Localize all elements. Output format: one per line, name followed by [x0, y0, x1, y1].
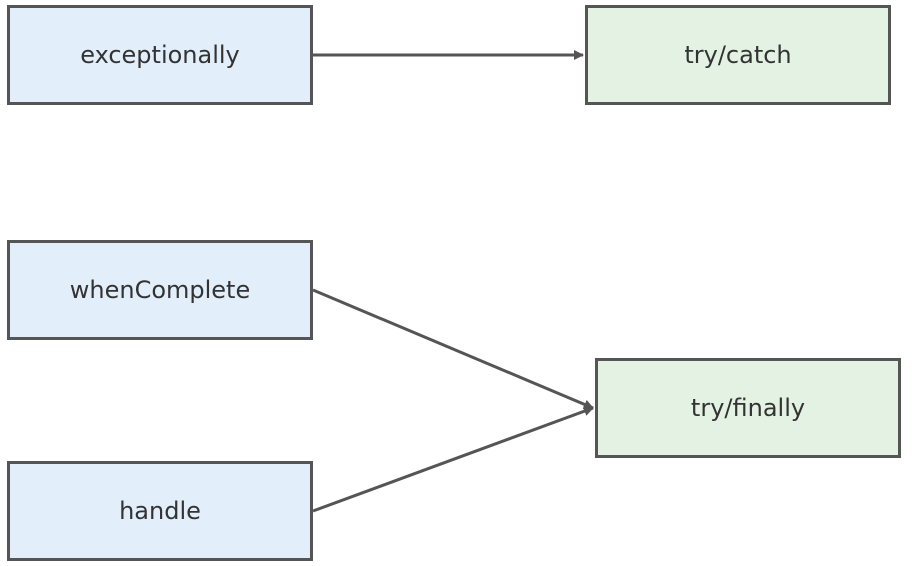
node-try-finally: try/finally [595, 358, 901, 458]
node-label: try/finally [690, 394, 806, 422]
node-label: handle [119, 497, 201, 525]
node-handle: handle [7, 461, 313, 561]
edge-handle-to-try-finally [312, 406, 594, 513]
node-label: try/catch [684, 41, 792, 69]
node-label: exceptionally [80, 41, 240, 69]
node-label: whenComplete [69, 276, 251, 304]
node-when-complete: whenComplete [7, 240, 313, 340]
edge-whencomplete-to-try-finally [312, 288, 594, 410]
node-try-catch: try/catch [585, 5, 891, 105]
node-exceptionally: exceptionally [7, 5, 313, 105]
